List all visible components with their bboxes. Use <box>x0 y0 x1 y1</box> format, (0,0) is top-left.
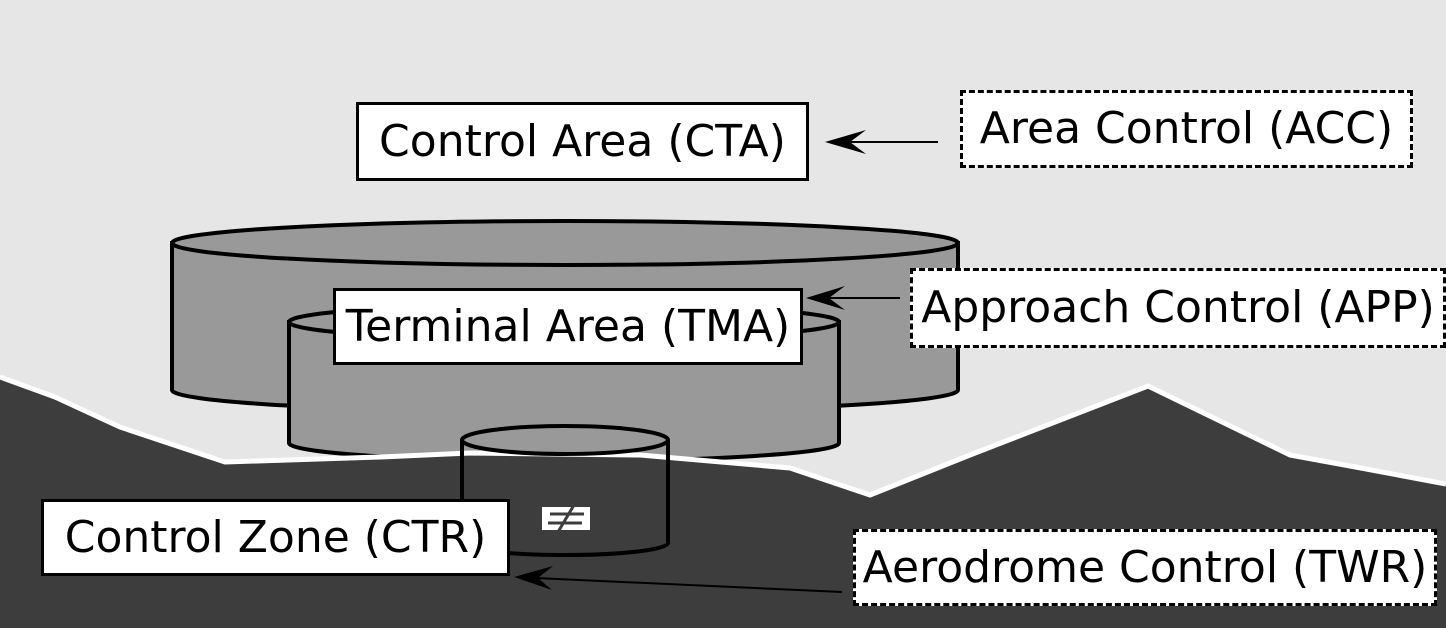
tma-label-text: Terminal Area (TMA) <box>345 300 791 352</box>
ctr-label: Control Zone (CTR) <box>41 499 510 576</box>
airport-icon <box>542 504 590 533</box>
arrow-twr-to-ctr <box>514 566 843 593</box>
cta-label: Control Area (CTA) <box>356 102 809 181</box>
arrow-acc-to-cta <box>825 130 938 154</box>
acc-label-text: Area Control (ACC) <box>979 103 1394 154</box>
acc-label: Area Control (ACC) <box>960 90 1413 168</box>
twr-label-text: Aerodrome Control (TWR) <box>862 541 1428 593</box>
cta-label-text: Control Area (CTA) <box>379 115 786 167</box>
twr-label: Aerodrome Control (TWR) <box>853 529 1437 606</box>
arrow-app-to-tma <box>806 286 900 310</box>
ctr-label-text: Control Zone (CTR) <box>64 511 487 563</box>
terrain-ridge-line <box>0 374 1446 498</box>
tma-label: Terminal Area (TMA) <box>333 288 803 365</box>
app-label-text: Approach Control (APP) <box>921 282 1435 333</box>
app-label: Approach Control (APP) <box>910 268 1446 348</box>
